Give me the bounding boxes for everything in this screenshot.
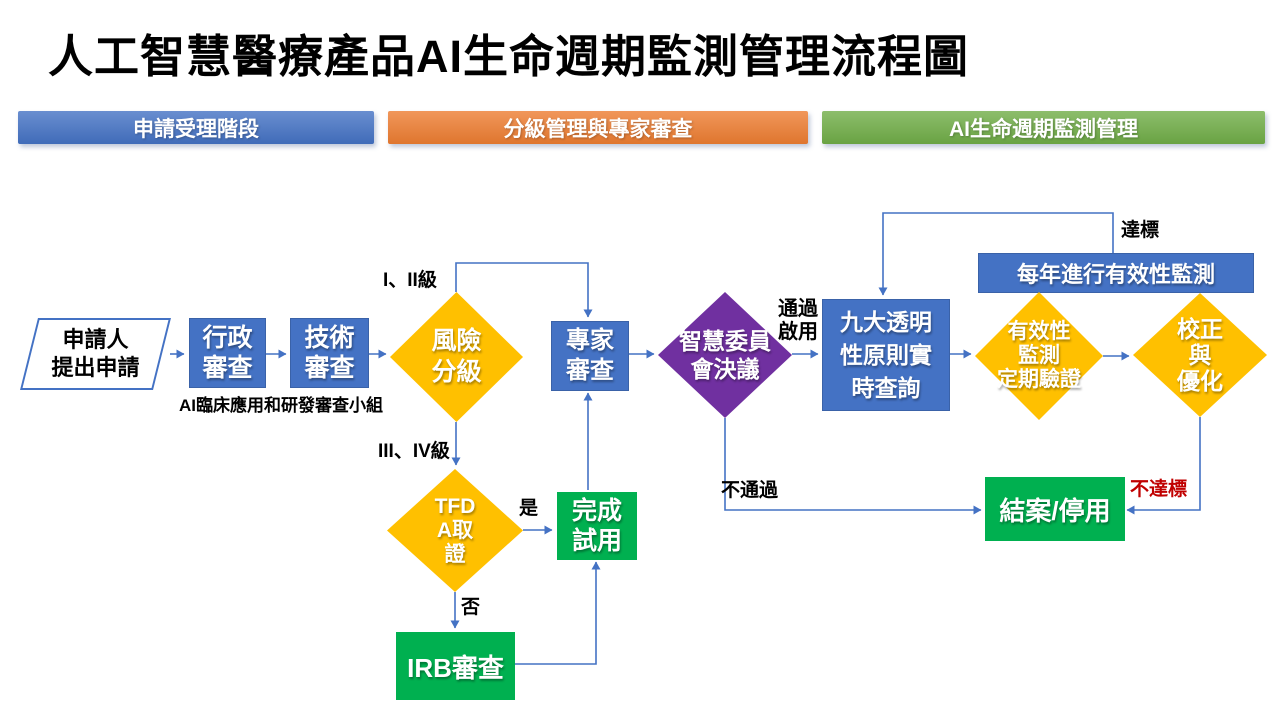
phase-lifecycle-monitoring: AI生命週期監測管理 (822, 111, 1265, 144)
phase-application-stage: 申請受理階段 (18, 111, 374, 144)
node-trial-complete: 完成 試用 (557, 492, 637, 560)
decision-calibration-optimization: 校正 與 優化 (1133, 293, 1267, 417)
node-expert-review: 專家 審查 (551, 321, 629, 391)
edge-label-no: 否 (461, 597, 481, 618)
phase-label: 分級管理與專家審查 (503, 117, 693, 141)
edge-label-yes: 是 (519, 498, 539, 519)
phase-label: 申請受理階段 (133, 117, 259, 141)
decision-validity-verification: 有效性 監測 定期驗證 (975, 292, 1103, 420)
node-annual-monitoring: 每年進行有效性監測 (978, 253, 1254, 293)
decision-smart-committee: 智慧委員 會決議 (658, 292, 792, 418)
decision-risk-grading: 風險 分級 (390, 292, 523, 422)
node-label: 有效性 監測 定期驗證 (997, 320, 1081, 391)
edge-label-fail: 不通過 (721, 480, 779, 501)
node-label: 校正 與 優化 (1177, 316, 1223, 394)
node-label: 風險 分級 (431, 327, 482, 386)
edge-label-meets-standard: 達標 (1121, 220, 1160, 241)
node-irb-review: IRB審查 (396, 632, 515, 700)
edge-label-class-3-4: III、IV級 (378, 441, 450, 462)
page-title: 人工智慧醫療產品AI生命週期監測管理流程圖 (48, 31, 970, 82)
connector-irb-trial (513, 561, 601, 665)
edge-label-class-1-2: I、II級 (383, 270, 437, 291)
decision-tfda-certification: TFD A取 證 (387, 469, 523, 592)
node-closure-suspension: 結案/停用 (985, 477, 1125, 541)
node-label: TFD A取 證 (434, 494, 476, 566)
node-label: 智慧委員 會決議 (679, 328, 771, 382)
note-review-team: AI臨床應用和研發審查小組 (179, 396, 383, 415)
node-transparency-query: 九大透明 性原則實 時查詢 (822, 299, 950, 411)
edge-label-pass-activate: 通過 啟用 (778, 298, 818, 343)
node-applicant-submission: 申請人 提出申請 (18, 318, 173, 390)
phase-grading-expert-review: 分級管理與專家審查 (388, 111, 808, 144)
node-tech-review: 技術 審查 (290, 318, 369, 388)
edge-label-below-standard: 不達標 (1130, 479, 1188, 500)
phase-label: AI生命週期監測管理 (949, 117, 1138, 141)
node-admin-review: 行政 審查 (189, 318, 266, 388)
node-label: 申請人 提出申請 (51, 327, 140, 380)
